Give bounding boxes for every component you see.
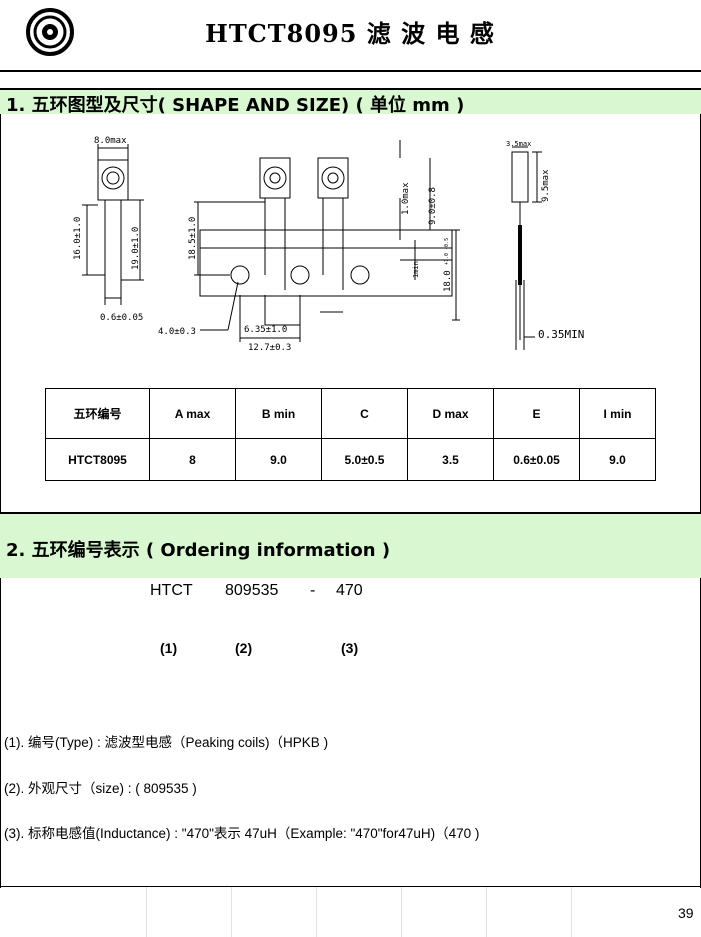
dim-1max: 1.0max: [401, 182, 411, 215]
code-index-2: (2): [235, 640, 253, 656]
dim-127: 12.7±0.3: [248, 343, 291, 353]
section2-header-band: [0, 512, 701, 578]
side-lead-bar: [518, 225, 522, 285]
footer-grid-line: [146, 887, 147, 937]
table-cell: 5.0±0.5: [321, 438, 408, 481]
dim-19: 19.0±1.0: [131, 227, 141, 270]
note-inductance: (3). 标称电感值(Inductance) : "470"表示 47uH（Ex…: [4, 826, 480, 841]
page-number: 39: [678, 905, 694, 921]
dim-90: 9.0±0.8: [428, 187, 438, 225]
note-size: (2). 外观尺寸（size) : ( 809535 ): [4, 781, 197, 796]
table-cell: 9.0: [235, 438, 322, 481]
table-header-cell: A max: [149, 387, 236, 440]
code-part-size: 809535: [225, 582, 279, 599]
section2-title: 2. 五环编号表示 ( Ordering information ): [6, 540, 391, 561]
frame-left-border: [0, 88, 1, 888]
dim-16: 16.0±1.0: [73, 217, 83, 260]
dim-tol: +1.0 -0.5: [444, 238, 450, 265]
shape-size-drawing: 8.0max 16.0±1.0 19.0±1.0 0.6±0.05: [73, 136, 584, 353]
dim-35max: 3.5max: [506, 140, 531, 148]
page-title: HTCT8095 滤 波 电 感: [205, 19, 495, 48]
footer-grid-line: [486, 887, 487, 937]
dim-06: 0.6±0.05: [100, 313, 143, 323]
dim-40: 4.0±0.3: [158, 327, 196, 337]
note-type: (1). 编号(Type) : 滤波型电感（Peaking coils)（HPK…: [4, 735, 329, 750]
table-row: HTCT8095 8 9.0 5.0±0.5 3.5 0.6±0.05 9.0: [45, 438, 656, 481]
table-cell: 3.5: [407, 438, 494, 481]
title-divider: [0, 70, 701, 72]
table-header-cell: E: [493, 387, 580, 440]
dim-8max: 8.0max: [94, 136, 127, 146]
dim-180: 18.0: [443, 270, 453, 292]
table-cell: 0.6±0.05: [493, 438, 580, 481]
side-view: [511, 146, 542, 350]
dim-185: 18.5±1.0: [188, 217, 198, 260]
company-logo-icon: [26, 8, 74, 56]
code-index-1: (1): [160, 640, 178, 656]
footer-grid-line: [231, 887, 232, 937]
dim-95max: 9.5max: [541, 169, 551, 202]
dim-035min: 0.35MIN: [538, 328, 584, 341]
footer-grid-line: [571, 887, 572, 937]
tape-view: [194, 140, 460, 342]
table-cell: 9.0: [579, 438, 656, 481]
footer-grid-line: [401, 887, 402, 937]
footer-grid-line: [316, 887, 317, 937]
table-header-cell: C: [321, 387, 408, 440]
code-index-3: (3): [341, 640, 359, 656]
code-part-type: HTCT: [150, 582, 193, 599]
table-header-cell: I min: [579, 387, 656, 440]
table-cell: HTCT8095: [45, 438, 150, 481]
table-cell: 8: [149, 438, 236, 481]
code-part-inductance: 470: [336, 582, 363, 599]
table-header-cell: 五环编号: [45, 387, 150, 440]
section1-header-band: [0, 88, 701, 114]
spec-table: 五环编号 A max B min C D max E I min HTCT809…: [45, 387, 656, 481]
table-header-row: 五环编号 A max B min C D max E I min: [45, 387, 656, 440]
code-separator: -: [310, 582, 316, 599]
table-header-cell: D max: [407, 387, 494, 440]
dim-635: 6.35±1.0: [244, 325, 287, 335]
dim-1min: 1min: [412, 261, 420, 278]
footer-divider: [0, 886, 701, 887]
front-view: [82, 144, 144, 305]
table-header-cell: B min: [235, 387, 322, 440]
section1-title: 1. 五环图型及尺寸( SHAPE AND SIZE) ( 单位 mm ): [6, 95, 465, 116]
